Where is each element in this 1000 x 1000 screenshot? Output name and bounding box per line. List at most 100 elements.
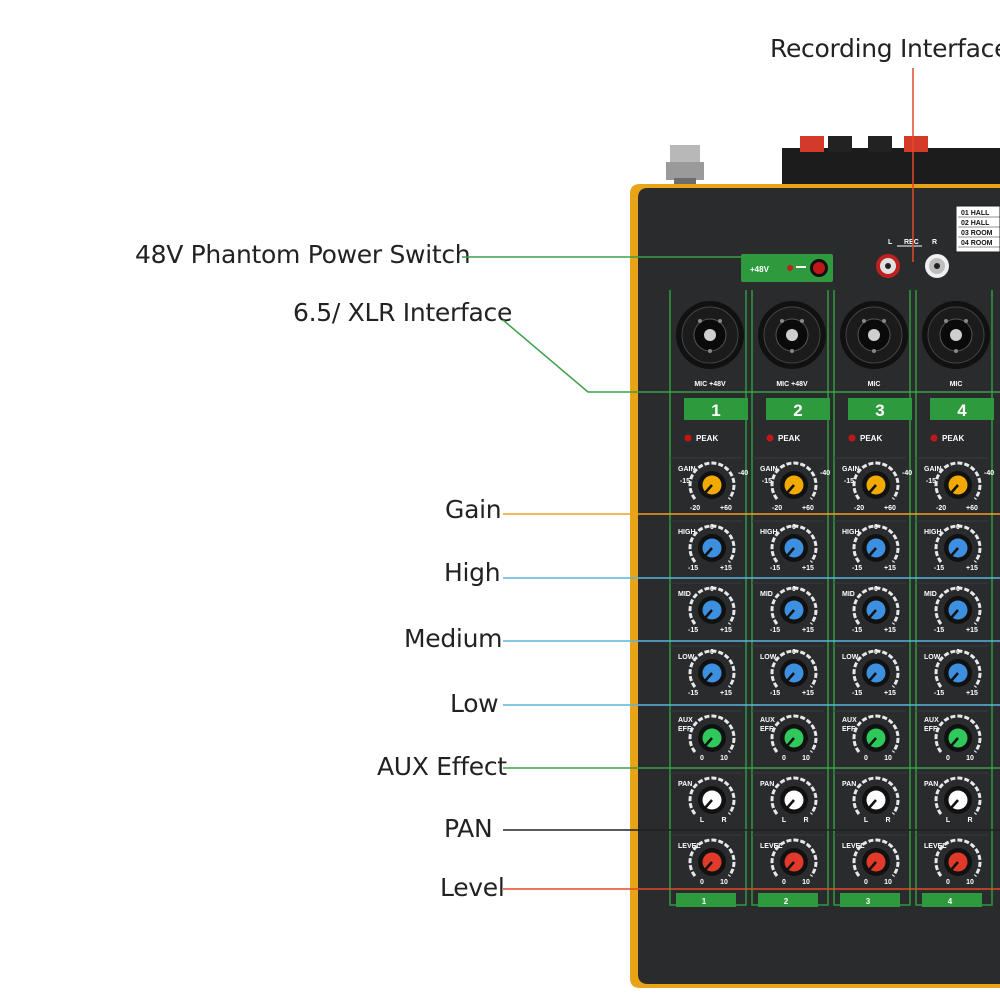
peak-label: PEAK (860, 434, 882, 443)
aux-label: AUX (760, 717, 775, 724)
aux-scale-min: 0 (864, 755, 868, 762)
gain-scale-min: -15 (762, 478, 772, 485)
peak-label: PEAK (696, 434, 718, 443)
low-knob-pointer (950, 672, 959, 682)
low-scale-max: +15 (802, 690, 814, 697)
aux-scale-min: 0 (782, 755, 786, 762)
level-label: LEVEL (842, 843, 865, 850)
mid-scale-center: 0 (792, 586, 796, 593)
pan-scale-arc (934, 776, 982, 815)
high-label: HIGH (842, 529, 860, 536)
mid-label: MID (924, 591, 937, 598)
gain-scale-min: -15 (680, 478, 690, 485)
channel-strip-2: MIC +48V2PEAKGAIN-15-40-20+60HIGH0-15+15… (751, 290, 830, 907)
low-scale-arc (934, 649, 982, 688)
high-label: HIGH (678, 529, 696, 536)
pan-scale-max: R (885, 817, 890, 824)
mid-label: MID (842, 591, 855, 598)
callout-pan: PAN (444, 814, 493, 843)
gain-scale-max: -40 (984, 470, 994, 477)
gain-scale-high: +60 (720, 505, 732, 512)
gain-scale-arc (934, 461, 982, 500)
mid-scale-max: +15 (802, 627, 814, 634)
gain-knob-pointer (786, 484, 795, 494)
low-scale-arc (688, 649, 736, 688)
callout-recording-interface: Recording Interface (770, 34, 1000, 63)
channel-number-plate (930, 398, 994, 420)
pan-scale-max: R (721, 817, 726, 824)
mid-scale-min: -15 (852, 627, 862, 634)
gain-scale-max: -40 (902, 470, 912, 477)
pan-scale-arc (770, 776, 818, 815)
high-knob-pointer (950, 547, 959, 557)
low-scale-arc (852, 649, 900, 688)
low-knob-pointer (868, 672, 877, 682)
low-label: LOW (678, 654, 695, 661)
mid-scale-center: 0 (710, 586, 714, 593)
aux-label: AUX (924, 717, 939, 724)
aux-label: AUX (842, 717, 857, 724)
gain-scale-arc (770, 461, 818, 500)
high-scale-max: +15 (966, 565, 978, 572)
high-scale-arc (770, 524, 818, 563)
callout-medium: Medium (404, 624, 503, 653)
gain-knob-pointer (950, 484, 959, 494)
pan-scale-min: L (946, 817, 951, 824)
high-knob-pointer (704, 547, 713, 557)
high-knob-pointer (868, 547, 877, 557)
high-scale-max: +15 (802, 565, 814, 572)
mid-scale-arc (934, 586, 982, 625)
low-label: LOW (924, 654, 941, 661)
level-scale-max: 10 (720, 879, 728, 886)
callout-low: Low (450, 689, 499, 718)
high-scale-center: 0 (792, 524, 796, 531)
channel-bottom-plate (676, 893, 736, 907)
pan-scale-min: L (864, 817, 869, 824)
high-label: HIGH (924, 529, 942, 536)
mid-scale-arc (852, 586, 900, 625)
rec-label-rec: REC (904, 239, 919, 246)
callout-aux-effect: AUX Effect (377, 752, 507, 781)
pan-scale-arc (688, 776, 736, 815)
mid-label: MID (678, 591, 691, 598)
high-scale-arc (852, 524, 900, 563)
input-label: MIC (950, 381, 963, 388)
level-scale-min: 0 (864, 879, 868, 886)
channel-number: 3 (875, 401, 884, 420)
callout-level: Level (440, 873, 505, 902)
aux-scale-arc (852, 714, 900, 753)
channel-strip-1: MIC +48V1PEAKGAIN-15-40-20+60HIGH0-15+15… (669, 290, 748, 907)
low-scale-max: +15 (966, 690, 978, 697)
pan-scale-arc (852, 776, 900, 815)
mid-scale-center: 0 (956, 586, 960, 593)
aux-scale-max: 10 (720, 755, 728, 762)
mid-knob-pointer (704, 609, 713, 619)
low-knob-pointer (704, 672, 713, 682)
peak-led (684, 434, 692, 442)
low-label: LOW (842, 654, 859, 661)
speaker-terminal-block (782, 136, 1000, 186)
callout-gain: Gain (445, 495, 502, 524)
rec-rca-jacks[interactable]: L REC R (876, 239, 949, 278)
low-scale-max: +15 (884, 690, 896, 697)
level-knob-pointer (868, 861, 877, 871)
channel-bottom-plate (922, 893, 982, 907)
low-knob-pointer (786, 672, 795, 682)
pan-knob-pointer (950, 799, 959, 809)
eff-label: EFF (760, 726, 774, 733)
gain-scale-min: -15 (926, 478, 936, 485)
mid-scale-max: +15 (966, 627, 978, 634)
callout-phantom-power-switch: 48V Phantom Power Switch (135, 240, 471, 269)
gain-knob-pointer (704, 484, 713, 494)
channel-number-plate (684, 398, 748, 420)
phantom-power-switch[interactable]: +48V (741, 254, 833, 282)
